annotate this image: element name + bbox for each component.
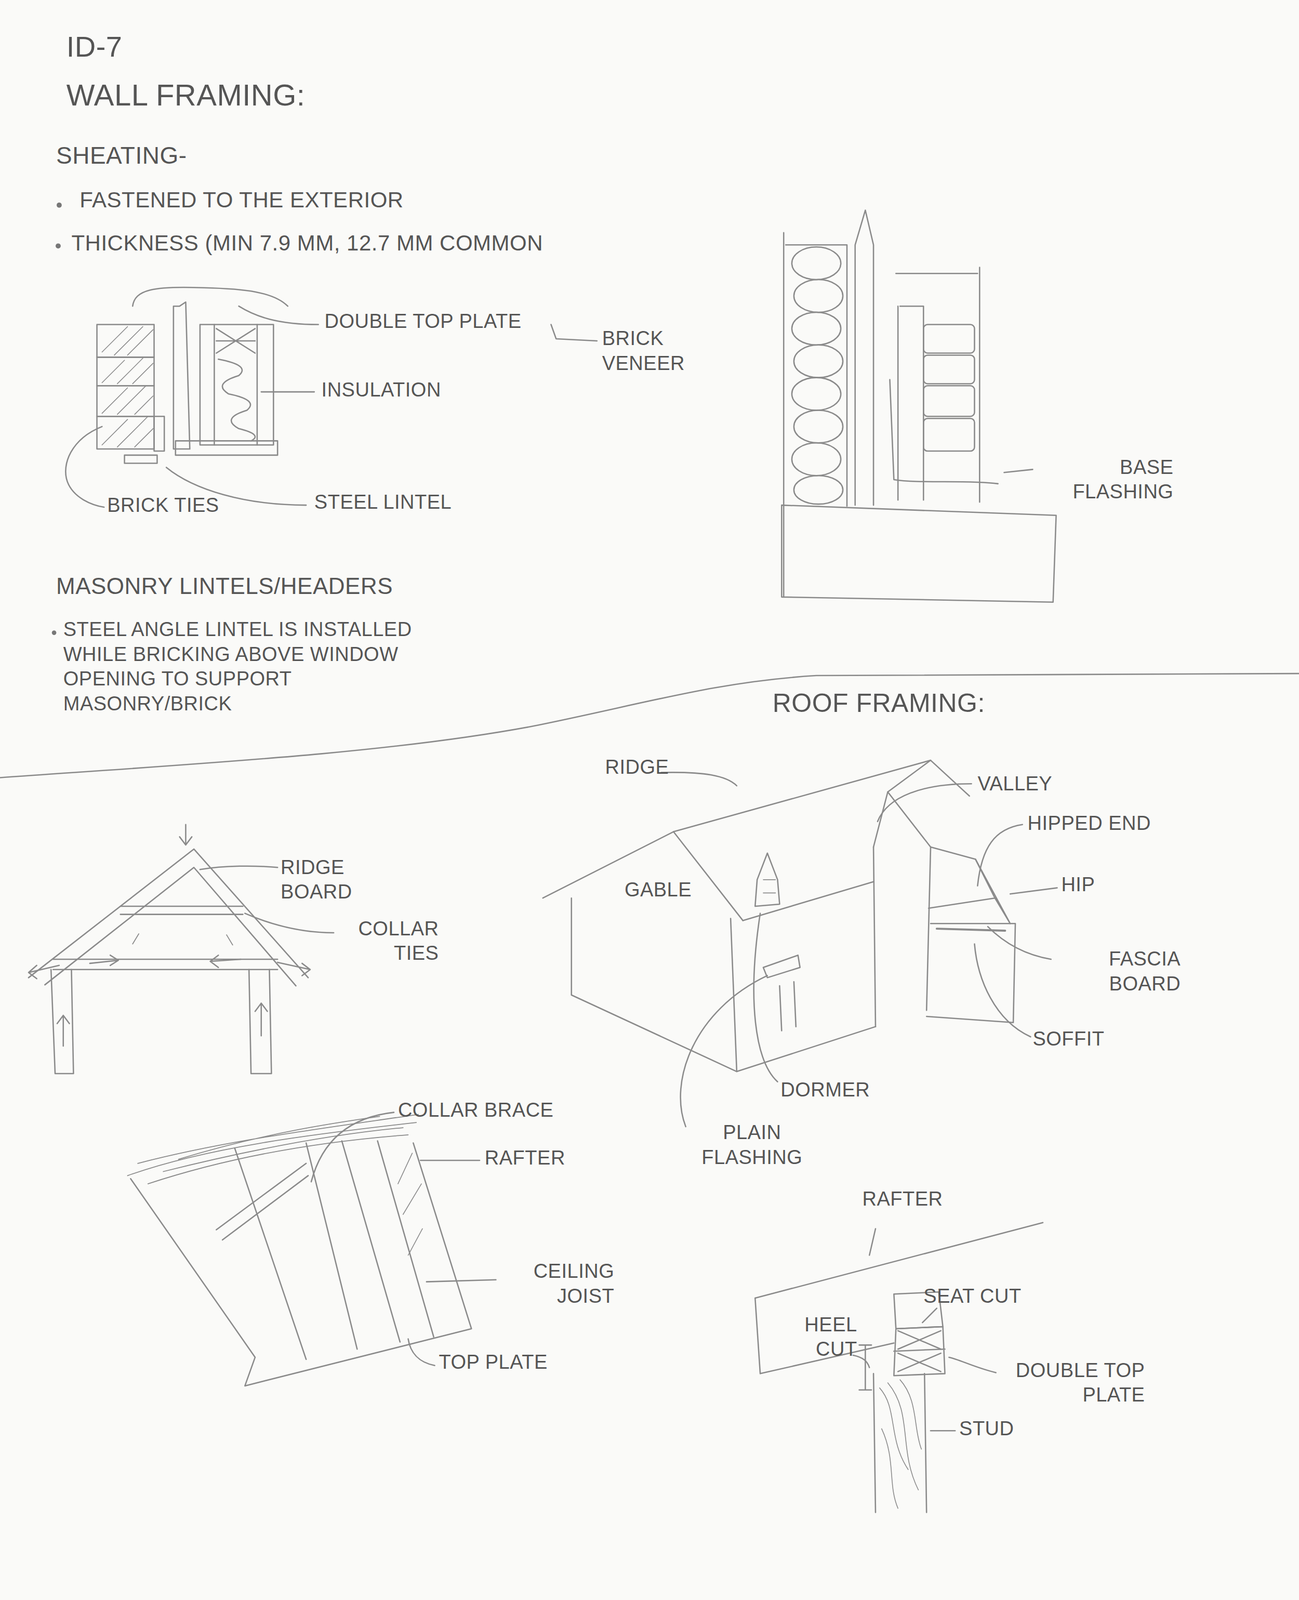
part-label: DOUBLE TOP PLATE xyxy=(1000,1358,1146,1408)
wall-section-sketch xyxy=(65,287,598,508)
section-heading: SHEATING- xyxy=(56,140,188,171)
part-label: RIDGE xyxy=(605,754,670,780)
bullet xyxy=(56,202,62,208)
house-sketch xyxy=(542,760,1058,1127)
part-label: PLAIN FLASHING xyxy=(690,1120,815,1170)
note-text: FASTENED TO THE EXTERIOR xyxy=(79,186,404,215)
note-text: THICKNESS (MIN 7.9 MM, 12.7 MM COMMON xyxy=(71,229,543,258)
part-label: COLLAR BRACE xyxy=(398,1097,554,1123)
page-title: WALL FRAMING: xyxy=(66,76,306,115)
part-label: TOP PLATE xyxy=(438,1349,548,1375)
part-label: GABLE xyxy=(624,877,692,903)
note-text: STEEL ANGLE LINTEL IS INSTALLED WHILE BR… xyxy=(63,617,416,717)
section-heading: MASONRY LINTELS/HEADERS xyxy=(56,571,393,601)
part-label: SOFFIT xyxy=(1032,1026,1105,1052)
part-label: BASE FLASHING xyxy=(1040,455,1174,505)
part-label: SEAT CUT xyxy=(923,1283,1022,1309)
part-label: CEILING JOIST xyxy=(499,1258,615,1309)
part-label: HIPPED END xyxy=(1027,811,1151,837)
part-label: FASCIA BOARD xyxy=(1056,946,1182,997)
part-label: STEEL LINTEL xyxy=(314,489,452,515)
part-label: DOUBLE TOP PLATE xyxy=(324,309,522,335)
part-label: DORMER xyxy=(780,1077,870,1103)
part-label: RAFTER xyxy=(484,1145,566,1171)
rafter-framing-sketch xyxy=(127,1112,496,1386)
bullet xyxy=(55,243,61,249)
part-label: STUD xyxy=(959,1416,1014,1442)
part-label: RIDGE BOARD xyxy=(280,855,383,905)
part-label: VALLEY xyxy=(977,771,1053,797)
page-number: ID-7 xyxy=(66,28,123,65)
base-flashing-sketch xyxy=(781,210,1056,603)
part-label: RAFTER xyxy=(862,1186,943,1212)
part-label: COLLAR TIES xyxy=(336,916,439,966)
part-label: INSULATION xyxy=(321,377,442,403)
section-heading: ROOF FRAMING: xyxy=(772,686,986,720)
part-label: HIP xyxy=(1061,872,1095,898)
seat-cut-sketch xyxy=(754,1222,1043,1513)
bullet xyxy=(51,630,57,635)
part-label: BRICK VENEER xyxy=(602,326,715,376)
part-label: BRICK TIES xyxy=(107,493,219,519)
part-label: HEEL CUT xyxy=(793,1312,858,1362)
